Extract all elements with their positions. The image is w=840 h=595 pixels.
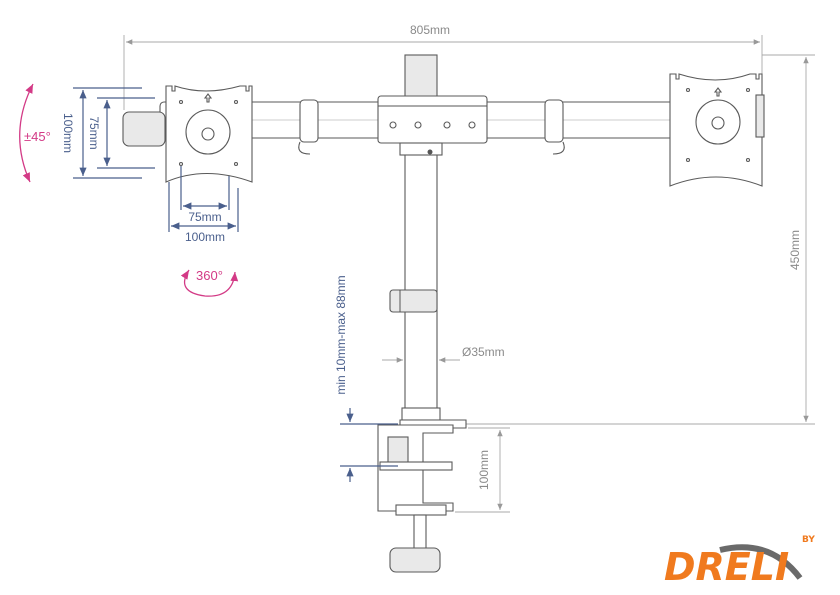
clamp-depth-label: 100mm [477, 450, 491, 490]
dreli-logo: DRELI BY [664, 535, 815, 589]
width-label: 805mm [410, 23, 450, 37]
vesa-vertical-dimensions: 100mm 75mm [61, 87, 155, 179]
pole-diameter-label: Ø35mm [462, 345, 505, 359]
tilt-indicator: ±45° [19, 83, 51, 183]
vesa-v-inner-label: 75mm [87, 116, 101, 149]
arm [159, 95, 681, 156]
logo-by: BY [802, 535, 815, 545]
vesa-h-inner-label: 75mm [188, 210, 221, 224]
logo-text: DRELI [664, 545, 789, 589]
vesa-h-outer-label: 100mm [185, 230, 225, 244]
height-dimension: 450mm [440, 54, 815, 425]
rotation-indicator: 360° [180, 268, 239, 297]
rotation-label: 360° [196, 268, 223, 283]
clamp-thickness-label: min 10mm-max 88mm [334, 275, 348, 394]
vesa-v-outer-label: 100mm [61, 113, 75, 153]
vesa-horizontal-dimensions: 75mm 100mm [168, 166, 239, 244]
tilt-label: ±45° [24, 129, 51, 144]
right-monitor-plate [669, 73, 765, 187]
pole-diameter-dimension: Ø35mm [382, 345, 505, 363]
left-monitor-plate [122, 85, 253, 183]
height-label: 450mm [788, 230, 802, 270]
width-dimension: 805mm [123, 23, 763, 110]
desk-clamp: min 10mm-max 88mm 100mm [334, 275, 510, 573]
